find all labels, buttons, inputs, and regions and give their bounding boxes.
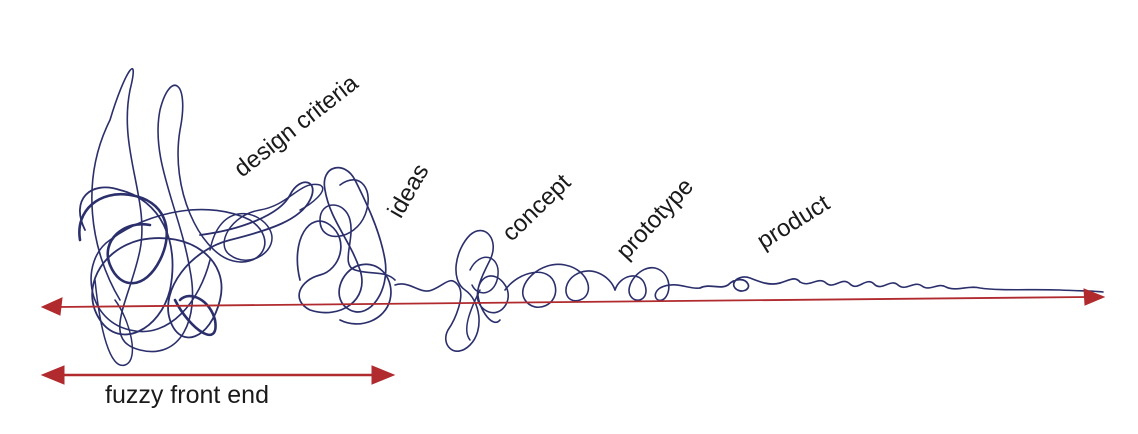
squiggle-path bbox=[79, 181, 314, 339]
squiggle-path bbox=[319, 179, 396, 281]
timeline-arrow bbox=[57, 296, 1089, 308]
squiggle-path bbox=[614, 267, 701, 302]
squiggle-path bbox=[504, 263, 616, 309]
squiggle-path bbox=[94, 183, 324, 367]
squiggle-path bbox=[799, 279, 1104, 293]
fuzzy-arrow-left-head bbox=[40, 365, 65, 385]
squiggle-path bbox=[699, 276, 801, 292]
squiggle-path bbox=[394, 229, 509, 352]
squiggle-path bbox=[296, 166, 392, 325]
timeline-arrow-left-head bbox=[40, 297, 63, 316]
timeline-arrow-right-head bbox=[1083, 288, 1106, 306]
squiggle-path bbox=[466, 256, 499, 341]
squiggle-path bbox=[78, 192, 217, 337]
label-fuzzy-front-end: fuzzy front end bbox=[105, 381, 269, 409]
squiggle-path bbox=[90, 67, 266, 353]
diagram-panel bbox=[40, 42, 1104, 431]
fuzzy-arrow-right-head bbox=[371, 365, 396, 385]
